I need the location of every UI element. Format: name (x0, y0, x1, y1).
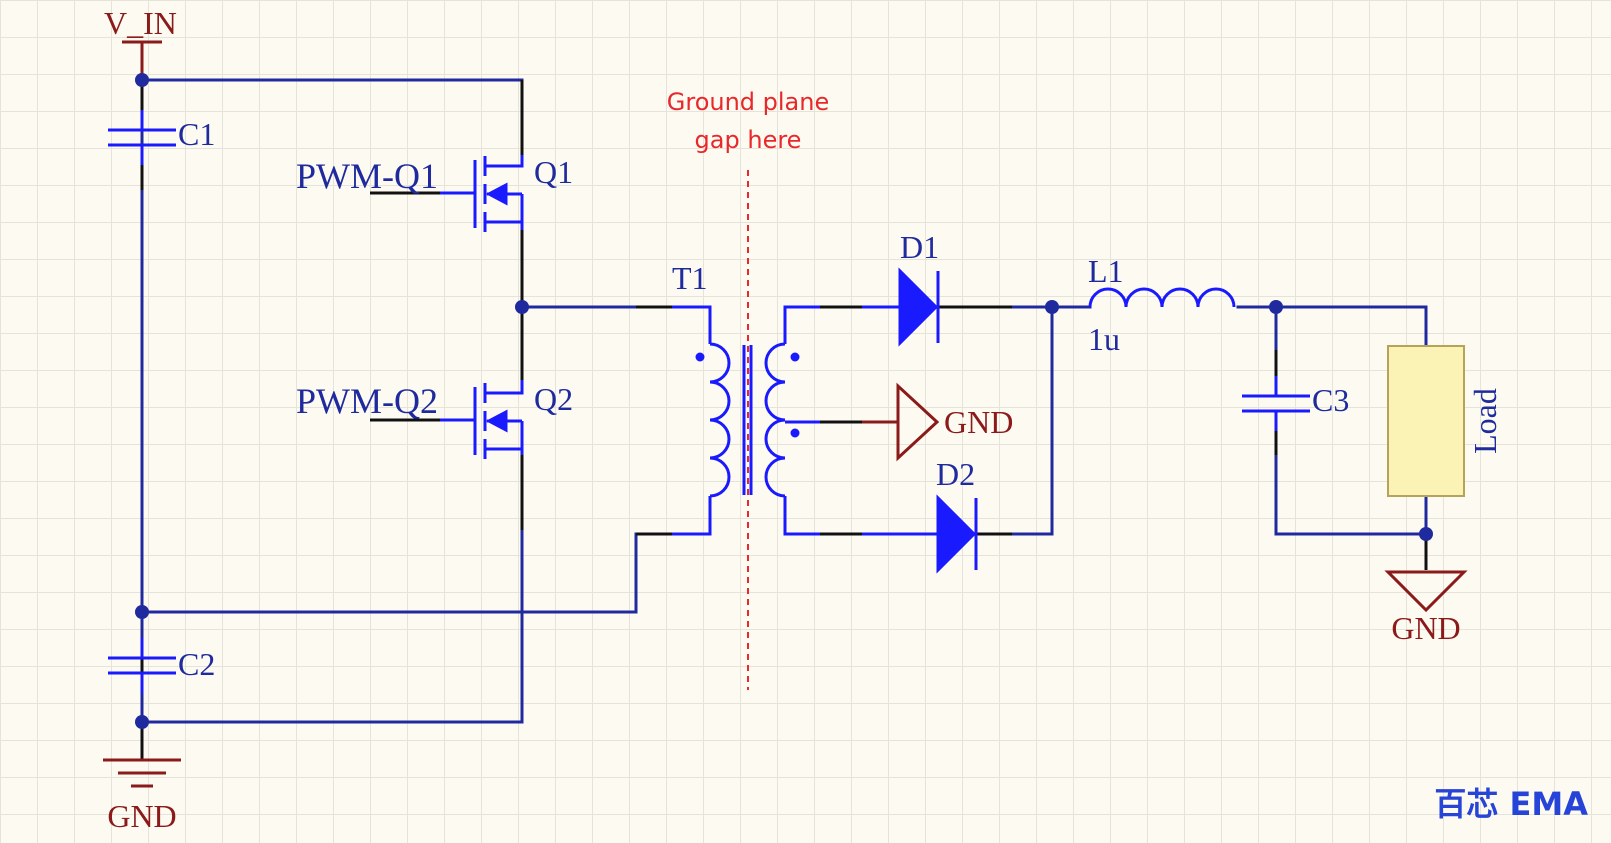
t1-primary-winding (709, 342, 731, 498)
q1-drain-lead (485, 155, 524, 168)
gnd-left-label: GND (107, 798, 176, 834)
t1-secondary-winding (764, 342, 786, 498)
pwm-q2-label: PWM-Q2 (296, 381, 438, 421)
d2-label: D2 (936, 456, 975, 492)
vin-power-port: V_IN (104, 5, 177, 80)
brand-logo: 百芯 EMA (1434, 785, 1588, 823)
q1-source-lead (485, 220, 524, 230)
load-label: Load (1467, 388, 1503, 454)
gnd-mid-triangle (896, 382, 940, 462)
capacitor-c3: C3 (1242, 376, 1349, 431)
transformer-t1: T1 (672, 260, 820, 536)
d1-body (898, 267, 939, 347)
l1-value: 1u (1088, 321, 1120, 357)
mosfet-q1: Q1 PWM-Q1 (296, 154, 573, 232)
capacitor-c2: C2 (108, 638, 215, 693)
junction-cathodes (1045, 300, 1059, 314)
q1-body-arrow (485, 182, 508, 206)
ground-gap-annotation: Ground plane gap here (667, 88, 830, 690)
gnd-right-triangle (1384, 570, 1468, 613)
diode-d2: D2 (862, 456, 978, 574)
junction-midpoint (135, 605, 149, 619)
load-body (1387, 345, 1465, 497)
t1-secondary-dot-ct (790, 428, 800, 438)
junction-gnd (135, 715, 149, 729)
t1-secondary-lead-top (783, 305, 820, 344)
junction-switch-node (515, 300, 529, 314)
gnd-right-label: GND (1391, 610, 1460, 646)
q2-drain-lead (485, 380, 524, 395)
d2-body (936, 494, 977, 574)
t1-primary-lead-bottom (672, 496, 712, 536)
q2-label: Q2 (534, 381, 573, 417)
c3-label: C3 (1312, 382, 1349, 418)
gnd-mid-label: GND (944, 404, 1013, 440)
junction-return (1419, 527, 1433, 541)
t1-label: T1 (672, 260, 708, 296)
junction-vin (135, 73, 149, 87)
q2-source-lead (485, 447, 524, 455)
inductor-l1: L1 1u (1088, 253, 1236, 357)
annotation-line1: Ground plane (667, 88, 830, 116)
t1-secondary-dot-top (790, 352, 800, 362)
junction-output (1269, 300, 1283, 314)
q2-body-arrow (485, 409, 508, 433)
gnd-center-tap: GND (862, 382, 1013, 462)
mosfet-q2: Q2 PWM-Q2 (296, 380, 573, 459)
t1-primary-dot (695, 352, 705, 362)
vin-label: V_IN (104, 5, 177, 41)
t1-primary-lead-top (672, 305, 712, 344)
gnd-right: GND (1384, 570, 1468, 646)
annotation-line2: gap here (695, 126, 802, 154)
capacitor-c1: C1 (108, 110, 215, 165)
c2-label: C2 (178, 646, 215, 682)
c1-label: C1 (178, 116, 215, 152)
t1-secondary-lead-bottom (783, 496, 820, 536)
q1-label: Q1 (534, 154, 573, 190)
diode-d1: D1 (862, 229, 940, 347)
load-resistor: Load (1387, 345, 1503, 497)
d1-label: D1 (900, 229, 939, 265)
pwm-q1-label: PWM-Q1 (296, 156, 438, 196)
l1-winding (1088, 287, 1236, 308)
junctions (135, 73, 1433, 729)
gnd-left: GND (103, 758, 181, 834)
l1-label: L1 (1088, 253, 1124, 289)
